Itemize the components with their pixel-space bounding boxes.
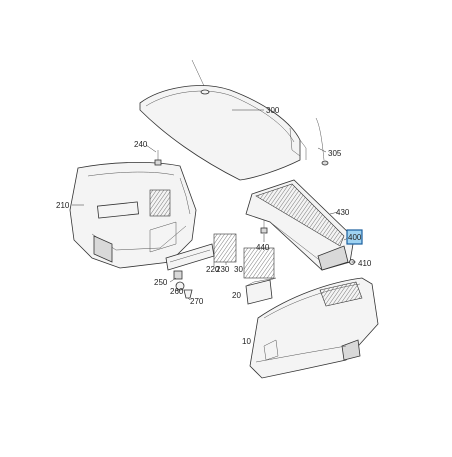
callout-labels: 300 305 240 210 430 400 410 440 220 230 … (56, 106, 372, 346)
callout-270[interactable]: 270 (190, 297, 204, 306)
callout-220[interactable]: 220 (206, 265, 220, 274)
part-300-cargo-cover (139, 59, 307, 181)
callout-240[interactable]: 240 (134, 140, 148, 149)
part-240-screw (154, 150, 162, 166)
part-270-clip (183, 289, 193, 299)
callout-410[interactable]: 410 (358, 259, 372, 268)
callout-300[interactable]: 300 (266, 106, 280, 115)
callout-10[interactable]: 10 (242, 337, 251, 346)
callout-250[interactable]: 250 (154, 278, 168, 287)
leader-lines (72, 109, 356, 301)
part-400-loading-sill (245, 179, 355, 271)
part-440-screw (260, 220, 268, 234)
callout-230[interactable]: 230 (216, 265, 230, 274)
part-250-clip (173, 270, 183, 280)
part-305-pin (315, 117, 329, 166)
part-left-net (149, 189, 171, 217)
callout-305[interactable]: 305 (328, 149, 342, 158)
callout-440[interactable]: 440 (256, 243, 270, 252)
callout-30[interactable]: 30 (234, 265, 243, 274)
part-210-left-trim-panel (69, 162, 197, 269)
callout-210[interactable]: 210 (56, 201, 70, 210)
callout-430[interactable]: 430 (336, 208, 350, 217)
callout-20[interactable]: 20 (232, 291, 241, 300)
part-20-storage-box (245, 277, 277, 305)
callout-400[interactable]: 400 (348, 233, 362, 242)
callout-400-highlight (346, 229, 363, 245)
part-230-net (213, 233, 237, 263)
callout-260[interactable]: 260 (170, 287, 184, 296)
part-10-right-trim-panel (249, 277, 379, 379)
part-30-net (243, 247, 275, 279)
